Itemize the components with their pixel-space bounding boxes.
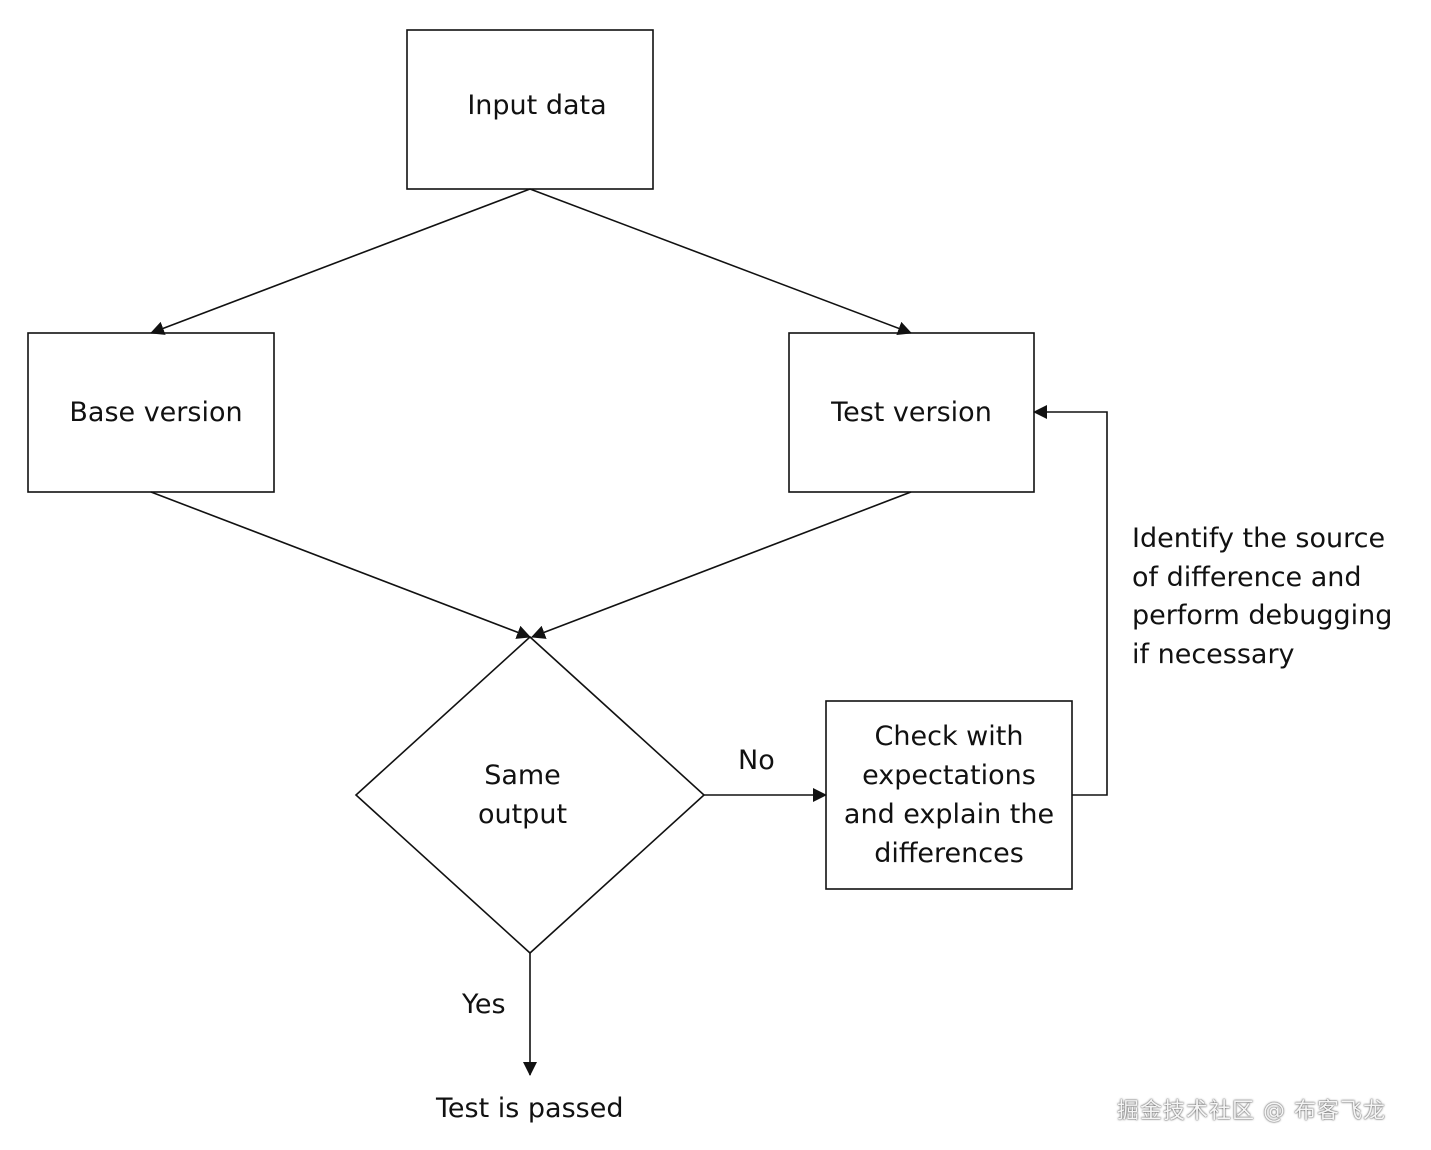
test-passed-text: Test is passed [436, 1093, 624, 1124]
check-line-1: Check with [874, 721, 1024, 752]
check-line-2: expectations [862, 760, 1036, 791]
yes-edge-label: Yes [462, 985, 506, 1024]
watermark: 掘金技术社区 @ 布客飞龙 [1117, 1093, 1386, 1125]
no-edge-label: No [738, 741, 775, 780]
feedback-note-line-2: of difference and [1132, 561, 1362, 593]
feedback-note-line-3: perform debugging [1132, 600, 1393, 631]
test-version-label: Test version [789, 333, 1034, 492]
feedback-note: Identify the source of difference and pe… [1132, 520, 1392, 674]
decision-label: Same output [430, 755, 615, 835]
edge-check-to-test-feedback [1033, 405, 1108, 796]
input-data-text: Input data [467, 89, 607, 121]
feedback-note-line-4: if necessary [1132, 638, 1295, 670]
check-label: Check with expectations and explain the … [826, 701, 1072, 889]
no-text: No [738, 745, 775, 776]
base-version-text: Base version [69, 397, 243, 428]
test-version-text: Test version [831, 397, 992, 428]
check-line-4: differences [874, 838, 1024, 869]
decision-line-2: output [477, 799, 568, 830]
test-passed-label: Test is passed [436, 1089, 623, 1128]
feedback-note-line-1: Identify the source [1132, 523, 1386, 554]
base-version-label: Base version [28, 333, 284, 492]
input-data-label: Input data [407, 30, 667, 180]
watermark-text: 掘金技术社区 @ 布客飞龙 [1117, 1099, 1386, 1124]
edge-input-to-test [529, 188, 912, 335]
check-line-3: and explain the [843, 799, 1055, 830]
yes-text: Yes [462, 989, 506, 1020]
edge-input-to-base [150, 188, 531, 335]
edge-base-to-decision [150, 491, 531, 639]
decision-line-1: Same [484, 760, 561, 791]
edge-test-to-decision [531, 491, 912, 639]
